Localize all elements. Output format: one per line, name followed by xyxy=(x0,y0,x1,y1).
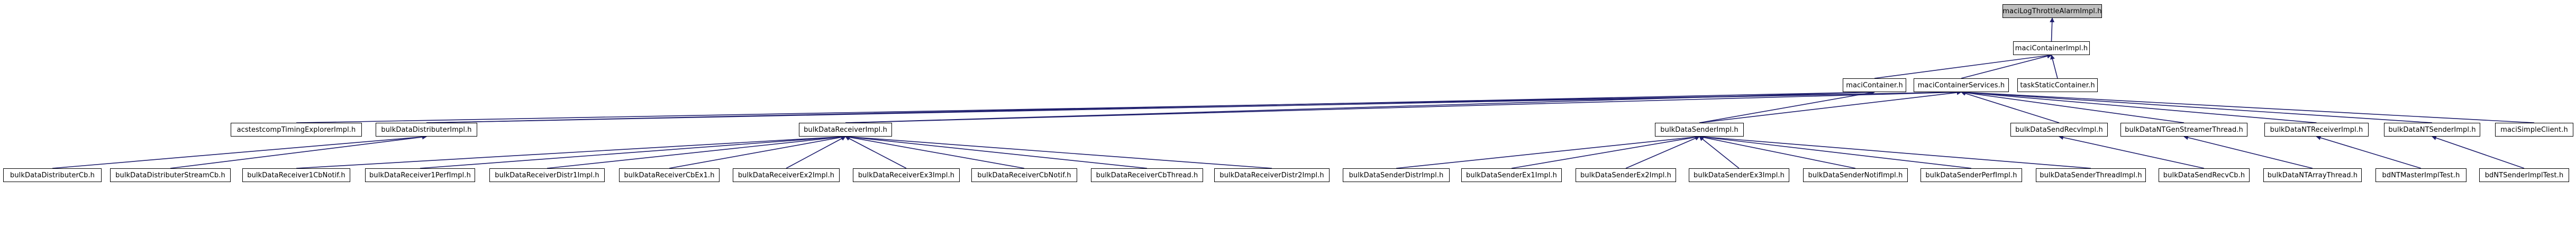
graph-node[interactable]: bulkDataReceiver1PerfImpl.h xyxy=(365,168,475,182)
graph-node[interactable]: bulkDataDistributerStreamCb.h xyxy=(110,168,231,182)
graph-node-label: maciContainer.h xyxy=(1846,81,1903,89)
graph-node-label: bulkDataReceiverCbEx1.h xyxy=(624,171,715,179)
graph-node-label: bulkDataNTSenderImpl.h xyxy=(2388,125,2476,134)
graph-node[interactable]: bulkDataSendRecvImpl.h xyxy=(2010,123,2108,137)
graph-node[interactable]: bulkDataSenderImpl.h xyxy=(1655,123,1744,137)
graph-node[interactable]: acstestcompTimingExplorerImpl.h xyxy=(231,123,362,137)
graph-node-label: bulkDataSenderPerfImpl.h xyxy=(1925,171,2017,179)
graph-node[interactable]: bulkDataSenderEx2Impl.h xyxy=(1576,168,1676,182)
graph-node-label: bulkDataSenderImpl.h xyxy=(1660,125,1738,134)
graph-node[interactable]: bulkDataSenderDistrImpl.h xyxy=(1343,168,1450,182)
graph-node-label: bulkDataSenderEx3Impl.h xyxy=(1694,171,1785,179)
graph-node-label: bulkDataNTGenStreamerThread.h xyxy=(2125,125,2243,134)
graph-node-label: bulkDataDistributerStreamCb.h xyxy=(115,171,225,179)
graph-node-label: maciSimpleClient.h xyxy=(2500,125,2568,134)
graph-node-label: bulkDataReceiverImpl.h xyxy=(804,125,887,134)
graph-node-label: bulkDataReceiverCbThread.h xyxy=(1096,171,1198,179)
graph-node-label: bulkDataReceiverDistr1Impl.h xyxy=(495,171,599,179)
graph-node-label: taskStaticContainer.h xyxy=(2020,81,2095,89)
graph-node[interactable]: bulkDataNTSenderImpl.h xyxy=(2384,123,2480,137)
graph-node-label: bulkDataReceiver1PerfImpl.h xyxy=(369,171,471,179)
graph-node-label: bulkDataReceiverEx3Impl.h xyxy=(858,171,955,179)
graph-node[interactable]: maciContainer.h xyxy=(1843,78,1906,92)
graph-node-label: acstestcompTimingExplorerImpl.h xyxy=(236,125,356,134)
graph-node[interactable]: bulkDataSenderPerfImpl.h xyxy=(1920,168,2022,182)
graph-node[interactable]: bulkDataSenderEx1Impl.h xyxy=(1461,168,1562,182)
graph-node[interactable]: maciLogThrottleAlarmImpl.h xyxy=(2002,4,2102,18)
graph-node[interactable]: taskStaticContainer.h xyxy=(2017,78,2098,92)
graph-node-label: maciContainerServices.h xyxy=(1917,81,2005,89)
graph-node-label: bdNTMasterImplTest.h xyxy=(2382,171,2460,179)
graph-node-label: bulkDataSendRecvImpl.h xyxy=(2015,125,2103,134)
graph-node[interactable]: bulkDataSenderEx3Impl.h xyxy=(1689,168,1789,182)
graph-node-label: bulkDataSenderThreadImpl.h xyxy=(2040,171,2142,179)
graph-node[interactable]: bulkDataReceiverDistr1Impl.h xyxy=(489,168,605,182)
graph-node-label: bulkDataDistributerCb.h xyxy=(10,171,95,179)
graph-node-label: bulkDataNTReceiverImpl.h xyxy=(2270,125,2363,134)
graph-node[interactable]: bulkDataReceiverImpl.h xyxy=(799,123,892,137)
graph-node-label: bulkDataReceiverDistr2Impl.h xyxy=(1219,171,1324,179)
graph-node[interactable]: bulkDataNTGenStreamerThread.h xyxy=(2120,123,2247,137)
graph-node-label: bdNTSenderImplTest.h xyxy=(2484,171,2564,179)
graph-node[interactable]: bulkDataReceiver1CbNotif.h xyxy=(242,168,350,182)
graph-node-label: bulkDataSenderNotifImpl.h xyxy=(1808,171,1903,179)
graph-node[interactable]: bulkDataSendRecvCb.h xyxy=(2159,168,2250,182)
graph-node-label: maciContainerImpl.h xyxy=(2015,44,2088,52)
graph-node[interactable]: maciContainerServices.h xyxy=(1914,78,2009,92)
graph-node-label: bulkDataReceiverCbNotif.h xyxy=(977,171,1071,179)
graph-node-label: bulkDataReceiverEx2Impl.h xyxy=(738,171,835,179)
graph-node-label: bulkDataNTArrayThread.h xyxy=(2267,171,2358,179)
graph-node[interactable]: bulkDataReceiverEx2Impl.h xyxy=(733,168,840,182)
graph-node[interactable]: bulkDataReceiverCbNotif.h xyxy=(971,168,1077,182)
graph-node-label: bulkDataSendRecvCb.h xyxy=(2163,171,2245,179)
graph-node[interactable]: bulkDataSenderNotifImpl.h xyxy=(1803,168,1908,182)
graph-node[interactable]: bulkDataNTArrayThread.h xyxy=(2263,168,2362,182)
graph-node[interactable]: bulkDataReceiverCbThread.h xyxy=(1091,168,1203,182)
graph-node-label: maciLogThrottleAlarmImpl.h xyxy=(2002,7,2102,15)
graph-node-label: bulkDataSenderEx2Impl.h xyxy=(1580,171,1671,179)
graph-node[interactable]: bdNTSenderImplTest.h xyxy=(2479,168,2569,182)
graph-node[interactable]: bulkDataReceiverEx3Impl.h xyxy=(853,168,960,182)
graph-node[interactable]: bulkDataNTReceiverImpl.h xyxy=(2264,123,2369,137)
graph-node-label: bulkDataDistributerImpl.h xyxy=(381,125,472,134)
graph-node-label: bulkDataReceiver1CbNotif.h xyxy=(247,171,345,179)
graph-node[interactable]: bulkDataReceiverDistr2Impl.h xyxy=(1214,168,1330,182)
graph-node-label: bulkDataSenderEx1Impl.h xyxy=(1466,171,1557,179)
graph-node[interactable]: bulkDataDistributerCb.h xyxy=(3,168,102,182)
graph-node[interactable]: maciContainerImpl.h xyxy=(2013,41,2090,55)
graph-node[interactable]: bdNTMasterImplTest.h xyxy=(2375,168,2466,182)
graph-node[interactable]: bulkDataReceiverCbEx1.h xyxy=(619,168,720,182)
graph-node[interactable]: bulkDataDistributerImpl.h xyxy=(376,123,477,137)
graph-node[interactable]: maciSimpleClient.h xyxy=(2495,123,2573,137)
graph-node[interactable]: bulkDataSenderThreadImpl.h xyxy=(2036,168,2146,182)
graph-node-label: bulkDataSenderDistrImpl.h xyxy=(1349,171,1444,179)
